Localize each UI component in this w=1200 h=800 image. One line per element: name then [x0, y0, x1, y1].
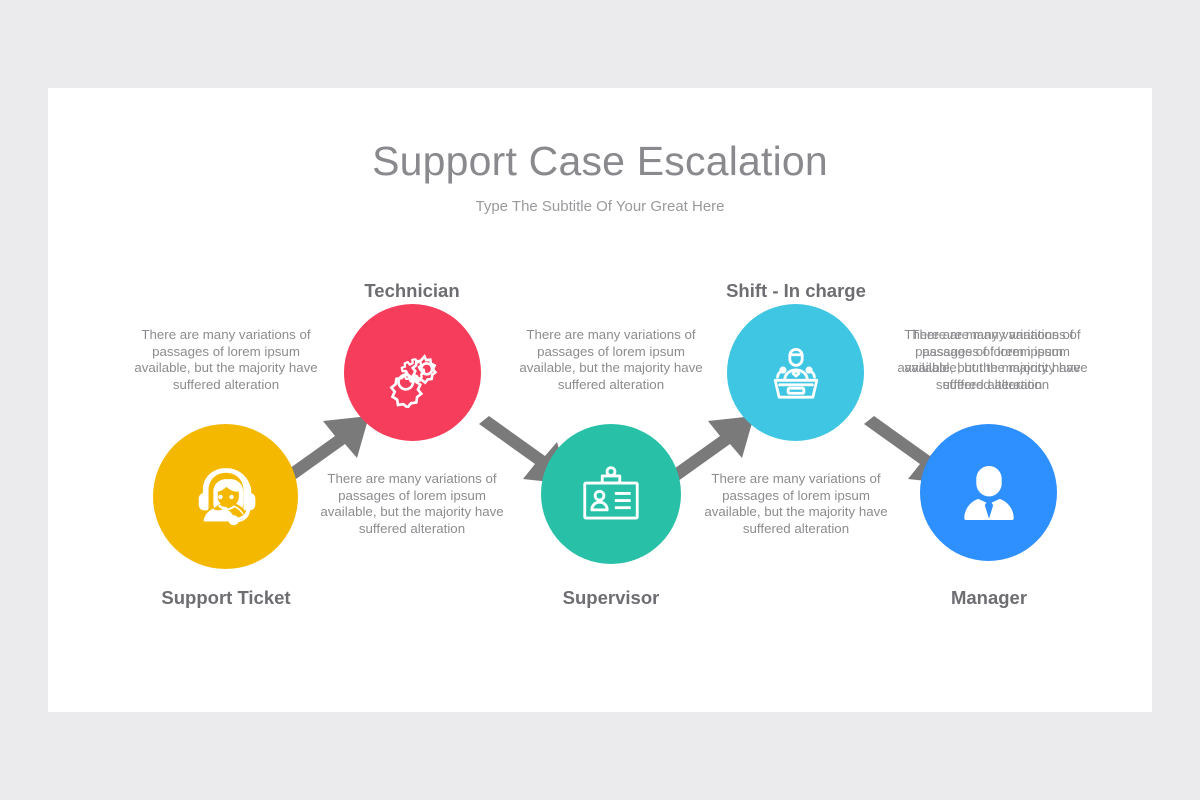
step-circle-technician[interactable]: [344, 304, 481, 441]
step-circle-shift-in-charge[interactable]: [727, 304, 864, 441]
businessman-icon: [963, 465, 1014, 520]
headset-operator-icon: [198, 467, 255, 525]
arrow-up-right: [273, 406, 373, 491]
arrow-up-right: [658, 406, 758, 491]
step-label-manager: Manager: [950, 587, 1028, 608]
step-description-supervisor: There are many variations of passages of…: [519, 327, 703, 392]
step-description-shift-in-charge: There are many variations of passages of…: [904, 327, 1088, 392]
podium-speaker-icon: [773, 347, 818, 399]
step-label-shift-in-charge: Shift - In charge: [726, 280, 866, 301]
step-description-manager: There are many variations of passages of…: [897, 327, 1081, 392]
slide-canvas: Support Case Escalation Type The Subtitl…: [48, 88, 1152, 712]
id-badge-icon: [583, 466, 639, 520]
page-subtitle: Type The Subtitle Of Your Great Here: [475, 198, 725, 215]
page-title: Support Case Escalation: [372, 138, 828, 184]
step-circle-supervisor[interactable]: [541, 424, 681, 564]
step-label-support-ticket: Support Ticket: [161, 587, 291, 608]
step-description-technician: There are many variations of passages of…: [320, 471, 504, 536]
step-description-supervisor-lower: There are many variations of passages of…: [704, 471, 888, 536]
step-description-support-ticket: There are many variations of passages of…: [134, 327, 318, 392]
step-label-technician: Technician: [364, 280, 460, 301]
gears-icon: [389, 353, 437, 408]
step-label-supervisor: Supervisor: [562, 587, 660, 608]
step-circle-support-ticket[interactable]: [153, 424, 298, 569]
step-circle-manager[interactable]: [920, 424, 1057, 561]
